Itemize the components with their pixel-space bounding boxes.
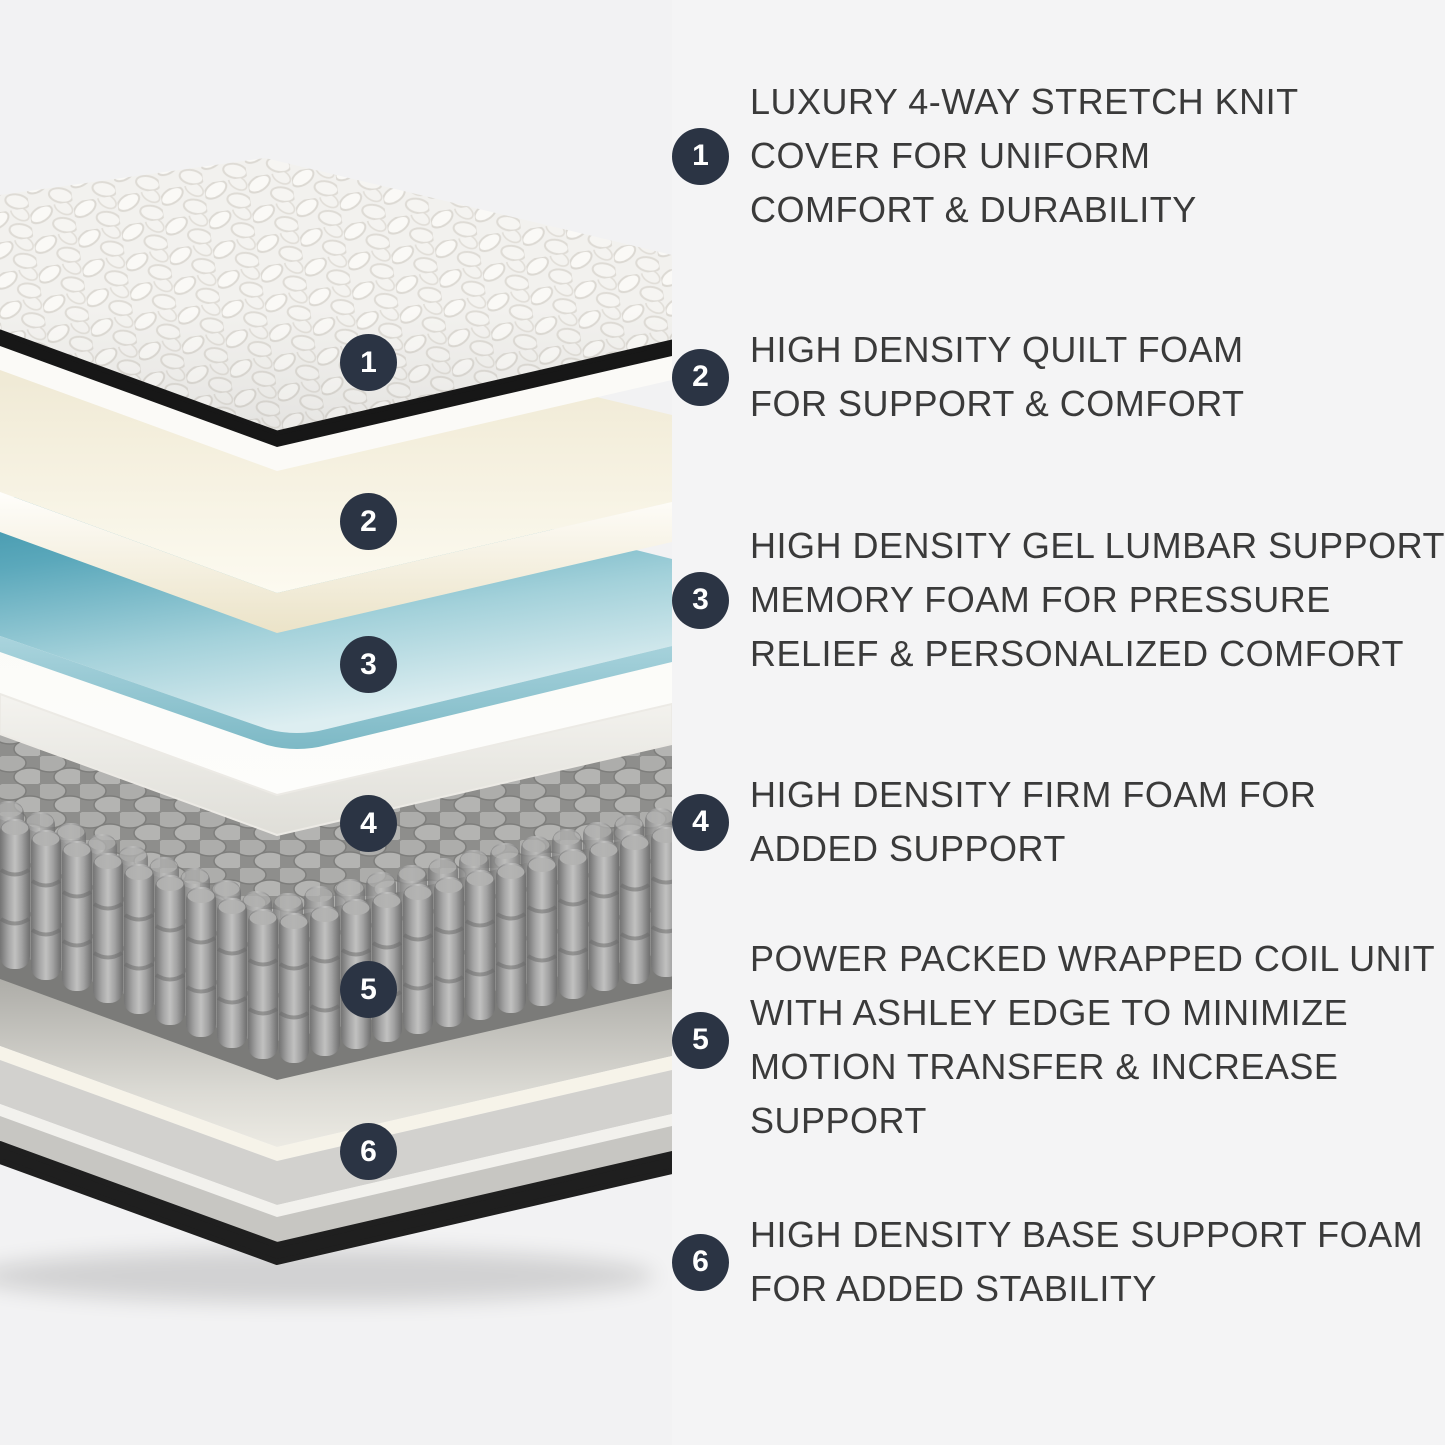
feature-text-3: HIGH DENSITY GEL LUMBAR SUPPORT MEMORY F… — [750, 525, 1445, 674]
layer-callout-5: 5 — [340, 961, 397, 1018]
layer-callout-4: 4 — [340, 795, 397, 852]
feature-item-2: 2 HIGH DENSITY QUILT FOAM FOR SUPPORT & … — [672, 323, 1445, 431]
feature-badge-1: 1 — [672, 127, 729, 185]
feature-item-6: 6 HIGH DENSITY BASE SUPPORT FOAM FOR ADD… — [672, 1208, 1445, 1316]
feature-badge-2: 2 — [672, 348, 729, 406]
mattress-exploded-illustration — [0, 158, 672, 1303]
feature-text-1: LUXURY 4-WAY STRETCH KNIT COVER FOR UNIF… — [750, 81, 1299, 230]
feature-item-1: 1 LUXURY 4-WAY STRETCH KNIT COVER FOR UN… — [672, 75, 1445, 237]
feature-item-4: 4 HIGH DENSITY FIRM FOAM FOR ADDED SUPPO… — [672, 768, 1445, 876]
feature-badge-5: 5 — [672, 1011, 729, 1069]
stretch-knit-cover-layer — [0, 158, 672, 471]
feature-text-5: POWER PACKED WRAPPED COIL UNIT WITH ASHL… — [750, 938, 1436, 1141]
layer-callout-1: 1 — [340, 334, 397, 391]
feature-text-2: HIGH DENSITY QUILT FOAM FOR SUPPORT & CO… — [750, 329, 1245, 424]
feature-item-5: 5 POWER PACKED WRAPPED COIL UNIT WITH AS… — [672, 932, 1445, 1148]
feature-text-6: HIGH DENSITY BASE SUPPORT FOAM FOR ADDED… — [750, 1214, 1424, 1309]
floor-shadow — [0, 1249, 655, 1303]
feature-item-3: 3 HIGH DENSITY GEL LUMBAR SUPPORT MEMORY… — [672, 519, 1445, 681]
layer-callout-3: 3 — [340, 636, 397, 693]
layer-callout-6: 6 — [340, 1123, 397, 1180]
feature-badge-4: 4 — [672, 793, 729, 851]
layer-callout-2: 2 — [340, 493, 397, 550]
feature-badge-3: 3 — [672, 571, 729, 629]
feature-text-4: HIGH DENSITY FIRM FOAM FOR ADDED SUPPORT — [750, 774, 1317, 869]
feature-badge-6: 6 — [672, 1233, 729, 1291]
mattress-photo-pane: 1 2 3 4 5 6 — [0, 0, 672, 1445]
